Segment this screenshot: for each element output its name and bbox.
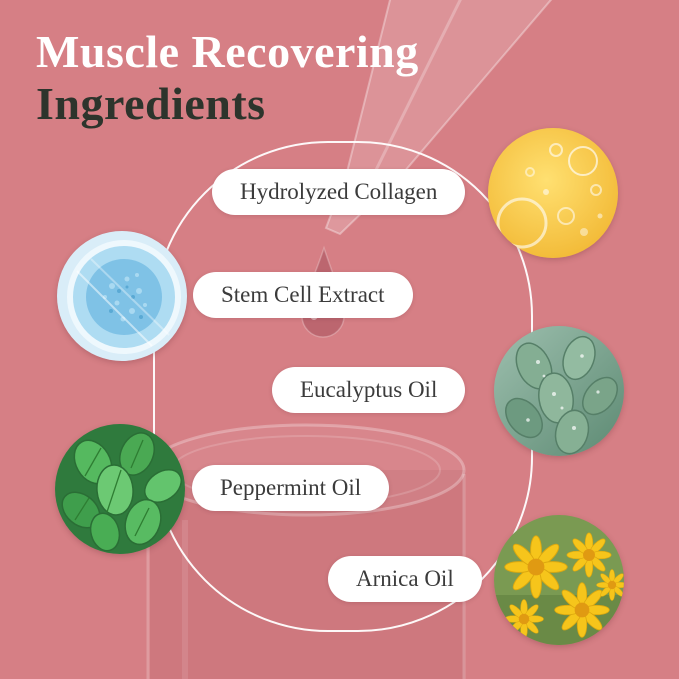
ingredient-label-eucalyptus-oil: Eucalyptus Oil xyxy=(272,367,466,413)
ingredient-label-arnica-oil: Arnica Oil xyxy=(328,556,482,602)
stem-cell-photo-icon xyxy=(57,231,187,361)
ingredient-label-hydrolyzed-collagen: Hydrolyzed Collagen xyxy=(212,169,466,215)
peppermint-photo-icon xyxy=(55,424,185,554)
title-line-1: Muscle Recovering xyxy=(36,26,419,77)
ingredient-label-peppermint-oil: Peppermint Oil xyxy=(192,465,390,511)
collagen-photo-icon xyxy=(488,128,618,258)
title-line-2: Ingredients xyxy=(36,77,266,129)
ingredient-label-stem-cell-extract: Stem Cell Extract xyxy=(193,272,413,318)
eucalyptus-photo-icon xyxy=(494,326,624,456)
arnica-photo-icon xyxy=(494,515,624,645)
page-title: Muscle Recovering Ingredients xyxy=(36,26,419,129)
